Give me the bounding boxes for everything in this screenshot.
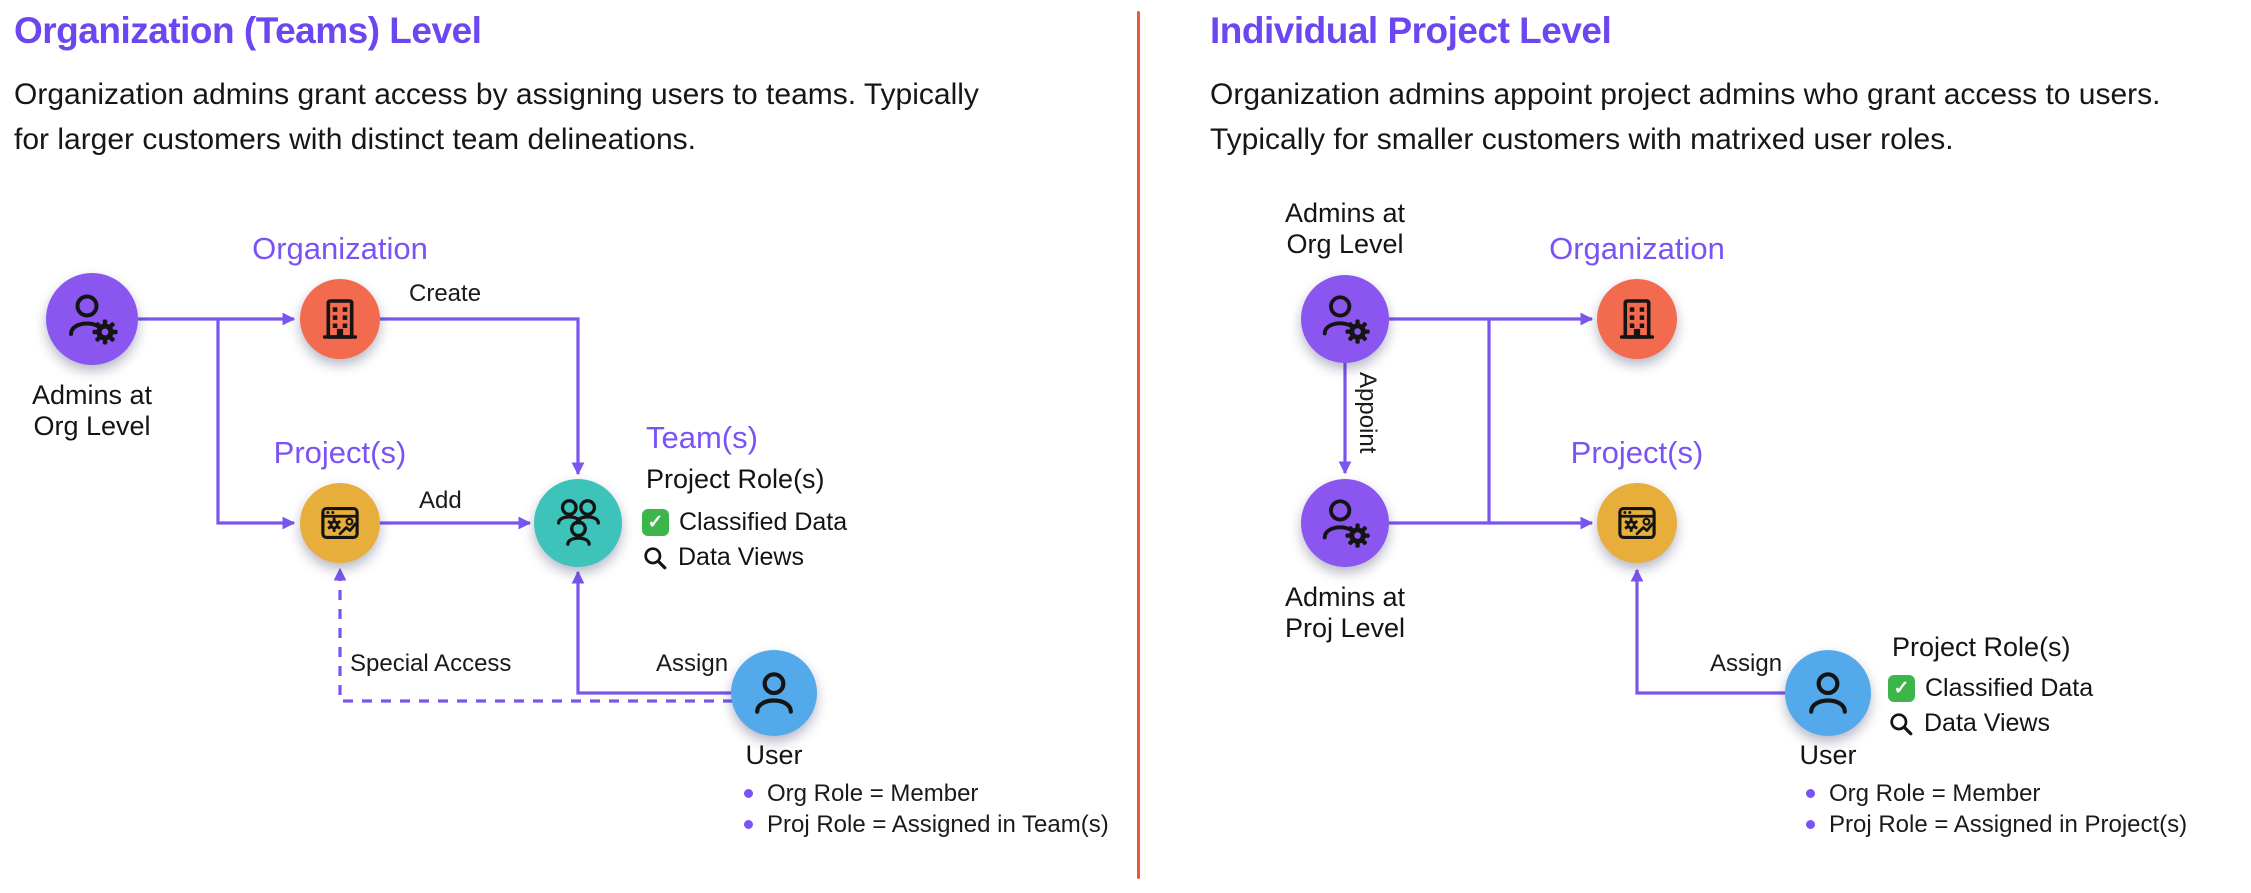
- magnifier-icon: [1890, 712, 1913, 735]
- bullet-dot-icon: [1806, 820, 1815, 829]
- bullet-text: Proj Role = Assigned in Team(s): [767, 810, 1109, 838]
- bullet-row: Org Role = Member: [744, 778, 1109, 809]
- left-organization-node: [300, 279, 380, 359]
- left-user-label: User: [745, 740, 803, 770]
- left-projects-label: Project(s): [273, 435, 407, 470]
- edge-left-admins-to-projects: [216, 319, 296, 530]
- right-user-label: User: [1799, 740, 1857, 770]
- right-data-views-row: Data Views: [1888, 709, 2050, 738]
- left-teams-label: Team(s): [646, 420, 758, 455]
- left-projects-node: [300, 483, 380, 563]
- panel-divider: [1137, 11, 1140, 879]
- project-window-icon: [1618, 507, 1656, 539]
- classified-label: Classified Data: [1925, 674, 2094, 702]
- green-check-icon: [1888, 675, 1915, 702]
- left-details-heading: Project Role(s): [646, 464, 825, 494]
- bullet-dot-icon: [1806, 789, 1815, 798]
- building-icon: [322, 299, 358, 339]
- bullet-row: Org Role = Member: [1806, 778, 2187, 809]
- right-admins-proj-node: [1301, 479, 1389, 567]
- bullet-text: Proj Role = Assigned in Project(s): [1829, 810, 2188, 838]
- building-icon: [1619, 299, 1655, 339]
- green-check-icon: [642, 509, 669, 536]
- right-details-heading: Project Role(s): [1892, 632, 2071, 662]
- right-admins-proj-label: Admins at Proj Level: [1284, 582, 1406, 643]
- right-user-node: [1785, 650, 1871, 736]
- left-page-title: Organization (Teams) Level: [14, 10, 482, 51]
- project-window-icon: [321, 507, 359, 539]
- right-user-bullets: Org Role = Member Proj Role = Assigned i…: [1806, 778, 2187, 840]
- data-views-label: Data Views: [1924, 709, 2050, 737]
- magnifier-icon: [644, 546, 667, 569]
- bullet-text: Org Role = Member: [1829, 779, 2041, 807]
- person-icon: [755, 672, 793, 714]
- person-gear-icon: [1322, 295, 1370, 344]
- data-views-label: Data Views: [678, 543, 804, 571]
- left-organization-label: Organization: [252, 231, 428, 266]
- right-admins-org-node: [1301, 275, 1389, 363]
- right-projects-label: Project(s): [1570, 435, 1704, 470]
- bullet-row: Proj Role = Assigned in Project(s): [1806, 809, 2187, 840]
- right-projects-node: [1597, 483, 1677, 563]
- left-edge-label-create: Create: [409, 280, 482, 307]
- left-user-bullets: Org Role = Member Proj Role = Assigned i…: [744, 778, 1109, 840]
- person-icon: [1809, 672, 1847, 714]
- bullet-dot-icon: [744, 789, 753, 798]
- right-classified-row: Classified Data: [1888, 674, 2093, 703]
- left-data-views-row: Data Views: [642, 543, 804, 572]
- right-page-title: Individual Project Level: [1210, 10, 1612, 51]
- right-admins-org-label: Admins at Org Level: [1284, 198, 1406, 259]
- bullet-text: Org Role = Member: [767, 779, 979, 807]
- right-edge-label-assign: Assign: [1710, 650, 1783, 677]
- classified-label: Classified Data: [679, 508, 848, 536]
- bullet-dot-icon: [744, 820, 753, 829]
- person-gear-icon: [1322, 499, 1370, 548]
- left-edge-label-assign: Assign: [656, 650, 729, 677]
- bullet-row: Proj Role = Assigned in Team(s): [744, 809, 1109, 840]
- right-organization-label: Organization: [1549, 231, 1725, 266]
- left-user-node: [731, 650, 817, 736]
- right-description: Organization admins appoint project admi…: [1210, 78, 2161, 156]
- left-edge-label-add: Add: [419, 487, 462, 514]
- left-classified-row: Classified Data: [642, 508, 847, 537]
- left-teams-node: [534, 479, 622, 567]
- left-description: Organization admins grant access by assi…: [14, 78, 979, 156]
- left-edge-label-special-access: Special Access: [350, 650, 512, 677]
- edge-left-user-to-projects-special-access: [333, 567, 733, 703]
- left-admins-org-label: Admins at Org Level: [31, 380, 153, 441]
- left-admins-org-node: [46, 273, 138, 365]
- person-gear-icon: [69, 294, 118, 345]
- team-people-icon: [557, 499, 600, 546]
- right-edge-label-appoint: Appoint: [1354, 372, 1381, 454]
- right-organization-node: [1597, 279, 1677, 359]
